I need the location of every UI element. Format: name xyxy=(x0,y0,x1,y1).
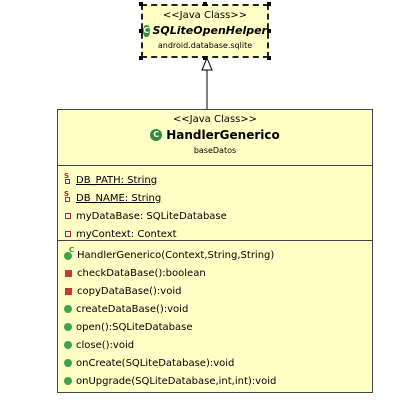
public-method-icon xyxy=(64,377,72,385)
selection-handle[interactable] xyxy=(267,29,271,33)
method-text: onCreate(SQLiteDatabase):void xyxy=(76,357,235,369)
method-row[interactable]: copyDataBase():void xyxy=(58,282,372,300)
method-text: close():void xyxy=(76,339,135,351)
selection-handle[interactable] xyxy=(267,56,271,60)
constructor-icon: C xyxy=(64,246,74,260)
class-package: baseDatos xyxy=(193,146,237,155)
selection-handle[interactable] xyxy=(203,56,207,60)
attribute-row[interactable]: S DB_NAME: String xyxy=(58,189,372,207)
class-box[interactable]: <<Java Class>> C HandlerGenerico baseDat… xyxy=(57,109,373,393)
method-row[interactable]: checkDataBase():boolean xyxy=(58,264,372,282)
parent-package: android.database.sqlite xyxy=(157,41,253,50)
class-header: <<Java Class>> C HandlerGenerico baseDat… xyxy=(58,114,372,166)
parent-stereotype: <<Java Class>> xyxy=(162,10,248,21)
method-row[interactable]: createDataBase():void xyxy=(58,300,372,318)
public-method-icon xyxy=(64,305,72,313)
private-field-icon xyxy=(65,213,71,219)
method-row[interactable]: onUpgrade(SQLiteDatabase,int,int):void xyxy=(58,372,372,390)
public-method-icon xyxy=(64,323,72,331)
method-text: checkDataBase():boolean xyxy=(77,267,206,279)
static-private-field-icon: S xyxy=(64,190,72,203)
private-method-icon xyxy=(65,269,72,277)
method-text: createDataBase():void xyxy=(76,303,189,315)
attribute-row[interactable]: myDataBase: SQLiteDatabase xyxy=(58,207,372,225)
selection-handle[interactable] xyxy=(267,2,271,6)
method-row[interactable]: open():SQLiteDatabase xyxy=(58,318,372,336)
attribute-row[interactable]: S DB_PATH: String xyxy=(58,171,372,189)
class-icon: C xyxy=(150,129,163,141)
static-private-field-icon: S xyxy=(64,172,72,185)
selection-handle[interactable] xyxy=(139,56,143,60)
class-stereotype: <<Java Class>> xyxy=(172,114,258,125)
method-text: open():SQLiteDatabase xyxy=(76,321,193,333)
public-method-icon xyxy=(64,359,72,367)
method-text: onUpgrade(SQLiteDatabase,int,int):void xyxy=(76,375,277,387)
class-icon: C xyxy=(143,25,150,37)
attribute-text: myDataBase: SQLiteDatabase xyxy=(76,210,227,222)
attribute-text: DB_PATH: String xyxy=(76,174,158,186)
methods-section: C HandlerGenerico(Context,String,String)… xyxy=(58,241,372,392)
method-text: copyDataBase():void xyxy=(77,285,182,297)
parent-class-box[interactable]: <<Java Class>> C SQLiteOpenHelper androi… xyxy=(139,2,271,60)
class-title: C HandlerGenerico xyxy=(58,127,372,143)
selection-handle[interactable] xyxy=(139,2,143,6)
method-text: HandlerGenerico(Context,String,String) xyxy=(77,249,275,261)
generalization-arrow[interactable] xyxy=(190,56,224,110)
parent-class-name: SQLiteOpenHelper xyxy=(152,24,268,37)
method-row[interactable]: C HandlerGenerico(Context,String,String) xyxy=(58,246,372,264)
attribute-text: myContext: Context xyxy=(76,228,177,240)
parent-class-title: C SQLiteOpenHelper xyxy=(143,23,267,39)
class-name: HandlerGenerico xyxy=(166,128,280,142)
attribute-text: DB_NAME: String xyxy=(76,192,162,204)
method-row[interactable]: close():void xyxy=(58,336,372,354)
attributes-section: S DB_PATH: String S DB_NAME: String myDa… xyxy=(58,166,372,241)
method-row[interactable]: onCreate(SQLiteDatabase):void xyxy=(58,354,372,372)
private-field-icon xyxy=(65,231,71,237)
selection-handle[interactable] xyxy=(139,29,143,33)
selection-handle[interactable] xyxy=(203,2,207,6)
public-method-icon xyxy=(64,341,72,349)
attribute-row[interactable]: myContext: Context xyxy=(58,225,372,243)
private-method-icon xyxy=(65,287,72,295)
